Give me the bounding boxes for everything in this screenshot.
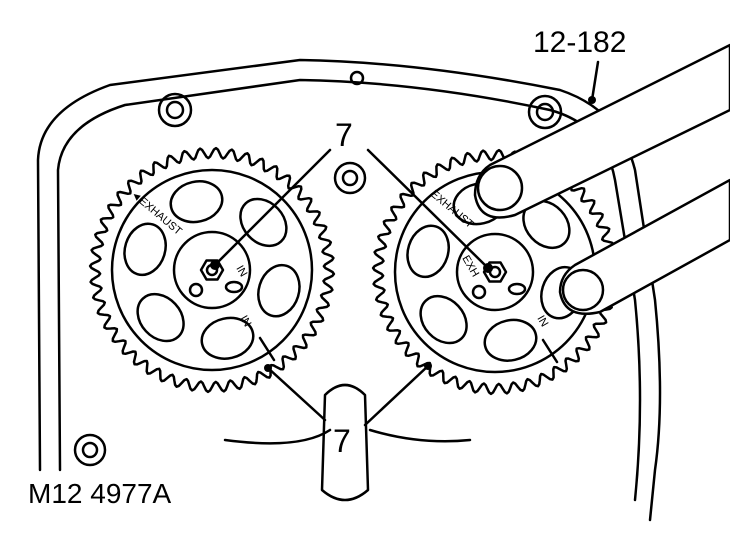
exhaust-marking-right: EXHAUST <box>428 188 476 231</box>
housing-slot <box>320 383 370 502</box>
bolt-boss-center <box>333 161 367 195</box>
in-marking-right-rim: IN <box>534 314 550 330</box>
gear-spoke-window <box>136 292 185 343</box>
engine-housing-inner <box>56 78 642 502</box>
in-marking-left: IN <box>233 264 249 280</box>
gear-spoke-window <box>200 316 255 360</box>
gear-hub <box>455 232 535 312</box>
hub-nut-icon <box>199 259 225 281</box>
timing-mark <box>541 338 559 364</box>
timing-mark <box>258 336 276 362</box>
callout-7-bottom: 7 <box>333 423 351 459</box>
gear-spoke-window <box>406 224 450 279</box>
callout-leaders <box>210 148 493 427</box>
hub-pin-hole <box>471 284 487 300</box>
bolt-boss-top-right <box>527 94 563 130</box>
exhaust-camshaft-gear-left <box>88 146 336 394</box>
gear-spoke-window <box>123 222 167 277</box>
tool-number-label: 12-182 <box>533 26 626 59</box>
gear-spoke-window <box>483 318 538 362</box>
gear-hub <box>172 230 252 310</box>
gear-spoke-window <box>257 263 301 318</box>
bolt-boss-top-left <box>157 92 193 128</box>
hub-slot <box>507 282 527 296</box>
gear-spoke-window <box>419 294 468 345</box>
tool-12-182 <box>473 43 730 315</box>
in-marking-left-rim: IN <box>237 314 253 330</box>
figure-id-label: M12 4977A <box>28 478 172 509</box>
exhaust-marking-left: ◄EXHAUST <box>128 188 184 238</box>
bolt-boss-bottom-left <box>73 433 107 467</box>
gear-spoke-window <box>239 197 288 248</box>
hub-pin-hole <box>188 282 204 298</box>
engine-housing-outline <box>36 58 662 522</box>
hub-nut-icon <box>482 261 508 283</box>
gear-spoke-window <box>169 180 224 224</box>
gear-rim <box>110 168 314 372</box>
hub-slot <box>224 280 244 294</box>
callout-7-top: 7 <box>335 117 353 153</box>
housing-rib <box>223 428 472 445</box>
dowel-hole <box>349 70 365 86</box>
